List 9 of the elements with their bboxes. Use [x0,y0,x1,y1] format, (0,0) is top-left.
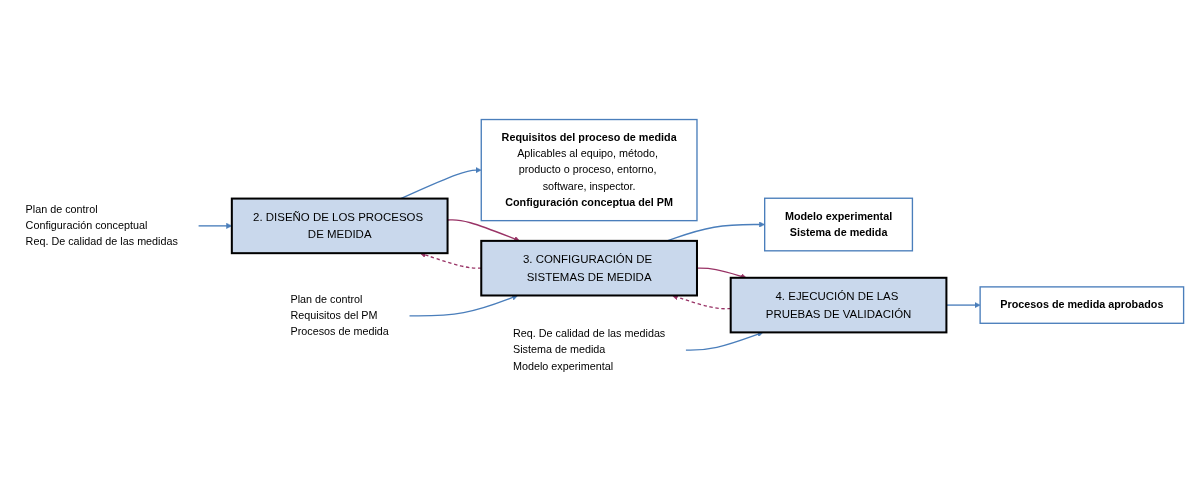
node-box: 3. CONFIGURACIÓN DE SISTEMAS DE MEDIDA [480,239,698,297]
node-box: Requisitos del proceso de medida Aplicables al equipo, método, producto o proceso, entorno, software, inspector. Configuración conceptua del PM [480,118,698,222]
node-box: 4. EJECUCIÓN DE LAS PRUEBAS DE VALIDACIÓN [729,276,948,334]
node-text: Plan de control Configuración conceptual Req. De calidad de las medidas [25,203,178,248]
node-text: Req. De calidad de las medidas Sistema de medida Modelo experimental [512,327,666,372]
node-box: 2. DISEÑO DE LOS PROCESOS DE MEDIDA [230,197,449,255]
node-box: Procesos de medida aprobados [979,286,1185,324]
node-text: Plan de control Requisitos del PM Procesos de medida [290,293,389,338]
node-box: Modelo experimental Sistema de medida [764,197,914,252]
